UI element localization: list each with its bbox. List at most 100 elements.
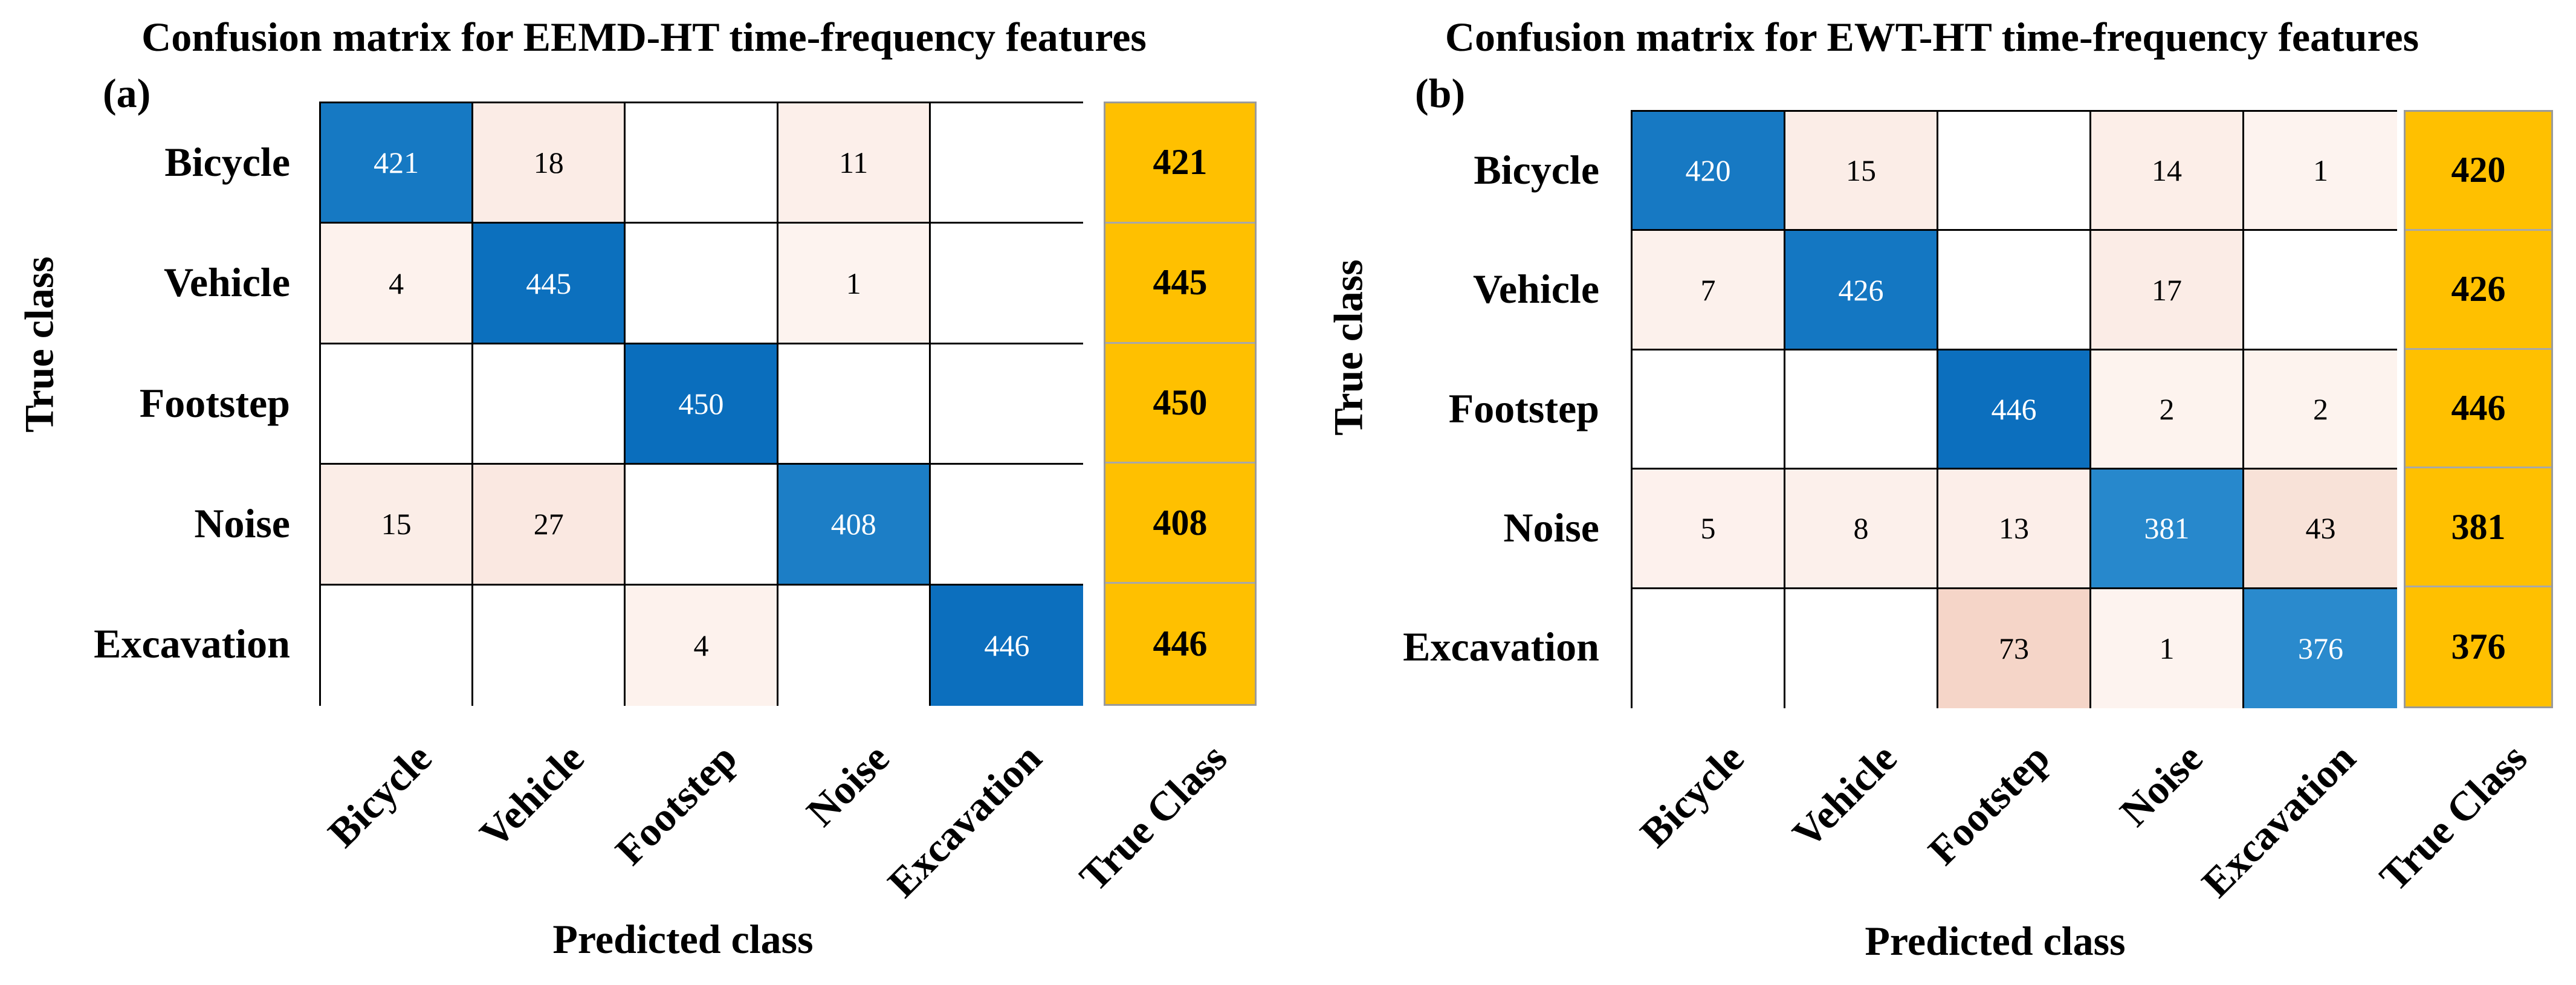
totals-column-label: True Class	[2371, 734, 2536, 900]
row-label: Bicycle	[164, 138, 290, 185]
matrix-cell: 408	[778, 465, 931, 586]
matrix-cell: 446	[1938, 350, 2091, 470]
matrix-cell	[321, 585, 474, 706]
cell-value: 4	[389, 266, 404, 300]
matrix-cell	[626, 224, 778, 344]
matrix-cell	[1633, 589, 1785, 708]
cell-value: 15	[1846, 153, 1876, 188]
cell-value: 4	[693, 628, 709, 663]
cell-value: 27	[533, 507, 564, 541]
matrix-cell	[321, 344, 474, 465]
row-label: Noise	[194, 500, 290, 546]
total-cell: 446	[1153, 624, 1208, 664]
column-label: Excavation	[2192, 734, 2364, 906]
matrix-cell: 4	[321, 224, 474, 344]
panel-label: (b)	[1415, 70, 1466, 116]
matrix-cell	[1785, 350, 1938, 470]
panel-title: Confusion matrix for EEMD-HT time-freque…	[141, 14, 1147, 60]
matrix-cell: 17	[2091, 231, 2244, 350]
cell-value: 446	[984, 628, 1030, 663]
cell-value: 1	[846, 266, 861, 300]
cell-value: 7	[1700, 273, 1716, 307]
cell-value: 376	[2298, 631, 2343, 666]
matrix-cell: 13	[1938, 470, 2091, 589]
cell-value: 446	[1991, 392, 2037, 426]
row-label: Vehicle	[1472, 266, 1599, 312]
matrix-cell: 450	[626, 344, 778, 465]
cell-value: 8	[1853, 511, 1869, 546]
cell-value: 2	[2313, 392, 2328, 426]
panel-label: (a)	[103, 70, 151, 116]
column-label: Vehicle	[1783, 734, 1905, 857]
matrix-cell	[1938, 112, 2091, 231]
column-label: Noise	[797, 734, 898, 835]
cell-value: 421	[374, 146, 419, 180]
matrix-cell: 7	[1633, 231, 1785, 350]
cell-value: 11	[839, 146, 869, 180]
cell-value: 1	[2159, 631, 2175, 666]
matrix-cell	[1785, 589, 1938, 708]
matrix-cell: 2	[2244, 350, 2397, 470]
matrix-cell	[473, 344, 626, 465]
panel-a: Confusion matrix for EEMD-HT time-freque…	[16, 14, 1257, 962]
matrix-cell	[1938, 231, 2091, 350]
cell-value: 450	[678, 386, 724, 421]
column-label: Excavation	[878, 734, 1050, 906]
matrix-cell: 8	[1785, 470, 1938, 589]
cell-value: 420	[1685, 153, 1731, 188]
cell-value: 5	[1700, 511, 1716, 546]
matrix-cell: 5	[1633, 470, 1785, 589]
cell-value: 15	[381, 507, 412, 541]
total-cell: 408	[1105, 463, 1255, 584]
total-cell: 420	[2406, 112, 2551, 231]
matrix-cell: 73	[1938, 589, 2091, 708]
cell-value: 408	[830, 507, 876, 541]
matrix-cell	[930, 103, 1083, 224]
x-axis-label: Predicted class	[1865, 918, 2126, 964]
matrix-cell: 1	[778, 224, 931, 344]
matrix-cell: 14	[2091, 112, 2244, 231]
row-label: Excavation	[94, 621, 290, 667]
matrix-cell: 15	[1785, 112, 1938, 231]
matrix-cell: 421	[321, 103, 474, 224]
matrix-cell: 2	[2091, 350, 2244, 470]
matrix-cell: 15	[321, 465, 474, 586]
totals-column-label: True Class	[1070, 734, 1236, 900]
matrix-cell: 381	[2091, 470, 2244, 589]
matrix-cell: 27	[473, 465, 626, 586]
row-label: Vehicle	[163, 259, 290, 306]
matrix-cell	[778, 585, 931, 706]
matrix-cell	[930, 224, 1083, 344]
cell-value: 17	[2152, 273, 2182, 307]
cell-value: 2	[2159, 392, 2175, 426]
column-label: Bicycle	[319, 734, 441, 856]
total-cell: 381	[2406, 468, 2551, 588]
cell-value: 43	[2305, 511, 2336, 546]
matrix-cell: 1	[2244, 112, 2397, 231]
total-cell: 426	[2406, 231, 2551, 350]
matrix-cell	[626, 103, 778, 224]
cell-value: 445	[526, 266, 572, 300]
matrix-cell: 426	[1785, 231, 1938, 350]
panel-title: Confusion matrix for EWT-HT time-frequen…	[1445, 14, 2419, 60]
total-cell: 450	[1105, 344, 1255, 464]
cell-value: 13	[1999, 511, 2029, 546]
row-label: Excavation	[1403, 624, 1599, 670]
matrix-cell: 446	[930, 585, 1083, 706]
cell-value: 73	[1999, 631, 2029, 666]
row-label: Noise	[1503, 504, 1599, 551]
total-cell: 421	[1105, 103, 1255, 224]
cell-value: 381	[2144, 511, 2190, 546]
matrix-cell: 445	[473, 224, 626, 344]
panel-b: Confusion matrix for EWT-HT time-frequen…	[1288, 0, 2576, 985]
total-cell: 446	[2406, 350, 2551, 469]
matrix-cell	[2244, 231, 2397, 350]
total-cell: 445	[1105, 224, 1255, 344]
matrix-cell: 43	[2244, 470, 2397, 589]
column-label: Noise	[2111, 734, 2211, 835]
row-label: Footstep	[1448, 385, 1599, 431]
